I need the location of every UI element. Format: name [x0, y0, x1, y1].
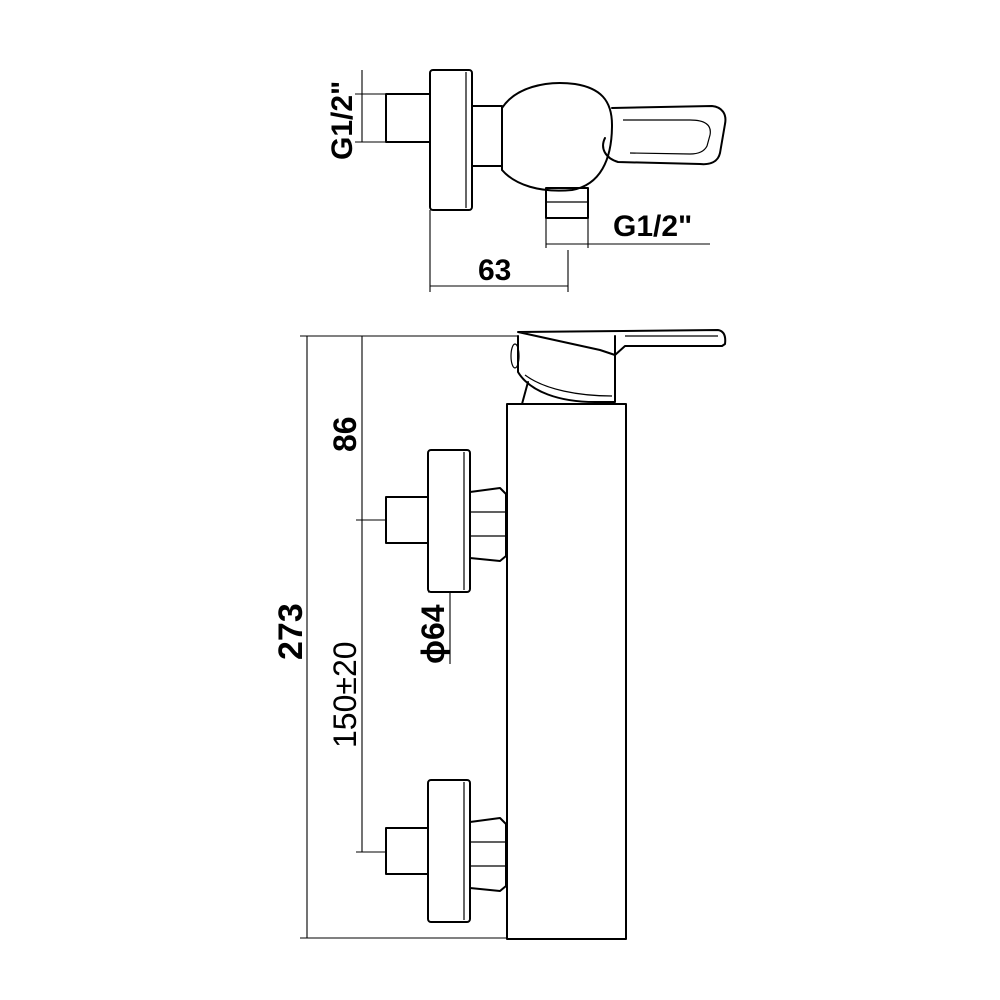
- top-lever-handle: [602, 105, 727, 166]
- side-lever: [517, 329, 727, 356]
- height-273-label: 273: [272, 603, 310, 660]
- top-view: G1/2" G1/2" 63: [326, 69, 727, 292]
- height-86-label: 86: [327, 416, 363, 452]
- side-view: 273 86 150±20 ϕ64: [272, 329, 727, 940]
- flange-diameter-label: ϕ64: [415, 604, 451, 664]
- side-mixer-body: [506, 403, 627, 940]
- top-outlet-thread-label: G1/2": [613, 210, 692, 243]
- side-cartridge: [517, 335, 616, 403]
- upper-connection: [385, 449, 507, 593]
- top-inlet-thread-label: G1/2": [326, 81, 359, 160]
- top-inlet-stub: [385, 93, 431, 143]
- top-outlet-stub: [545, 187, 589, 219]
- spacing-150-label: 150±20: [327, 641, 363, 748]
- top-connector-nut: [471, 105, 503, 167]
- lower-connection: [385, 779, 507, 923]
- depth-63-label: 63: [478, 254, 511, 287]
- top-mixer-body: [501, 82, 613, 192]
